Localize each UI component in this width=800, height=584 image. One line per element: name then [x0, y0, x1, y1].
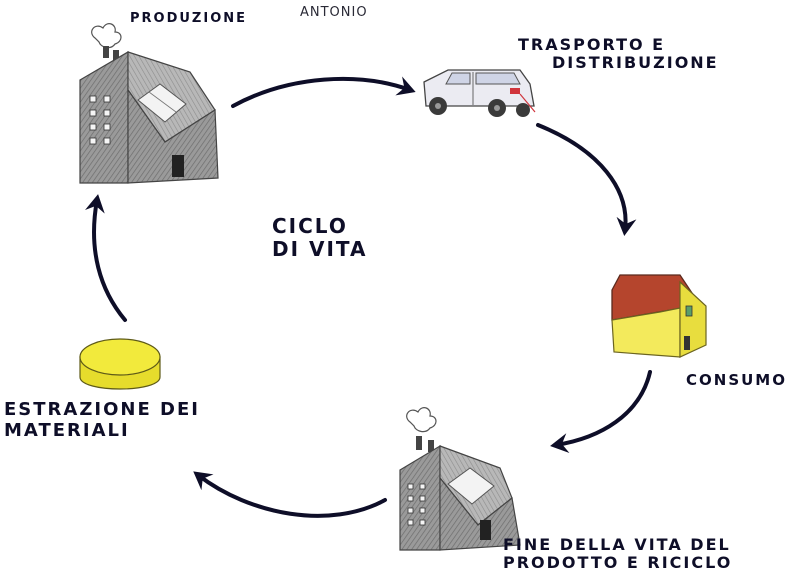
stage-label-line: PRODUZIONE [130, 11, 248, 26]
cycle-title: CICLO DI VITA [272, 215, 368, 261]
car-icon [423, 69, 536, 117]
stage-label-fine-vita: FINE DELLA VITA DEL PRODOTTO E RICICLO [503, 535, 733, 573]
stage-label-line: DISTRIBUZIONE [552, 53, 719, 73]
arrow-consumo-to-fine-vita [550, 370, 652, 453]
arrow-fine-vita-to-estrazione [193, 471, 387, 518]
cycle-title-line2: DI VITA [272, 237, 368, 261]
stage-label-line: FINE DELLA VITA DEL [503, 535, 731, 554]
stage-label-line: ESTRAZIONE DEI [4, 399, 200, 420]
stage-label-consumo: CONSUMO [686, 371, 787, 389]
factory-recycle-icon [399, 407, 521, 551]
stage-label-estrazione: ESTRAZIONE DEI MATERIALI [4, 399, 200, 441]
stage-label-line: PRODOTTO E RICICLO [503, 553, 733, 573]
stage-label-trasporto: TRASPORTO E DISTRIBUZIONE [518, 35, 719, 73]
cycle-title-line1: CICLO [272, 214, 348, 238]
stage-label-line: MATERIALI [4, 419, 130, 441]
stage-label-line: CONSUMO [686, 371, 787, 389]
stage-label-line: TRASPORTO E [518, 35, 666, 54]
material-disc-icon [79, 338, 161, 390]
house-icon [611, 274, 707, 358]
arrow-estrazione-to-produzione [85, 194, 127, 322]
factory-icon [79, 23, 219, 184]
stage-label-produzione: PRODUZIONE [130, 11, 248, 27]
arrow-produzione-to-trasporto [231, 76, 416, 108]
arrow-trasporto-to-consumo [536, 123, 637, 236]
author-name: ANTONIO [300, 5, 368, 20]
